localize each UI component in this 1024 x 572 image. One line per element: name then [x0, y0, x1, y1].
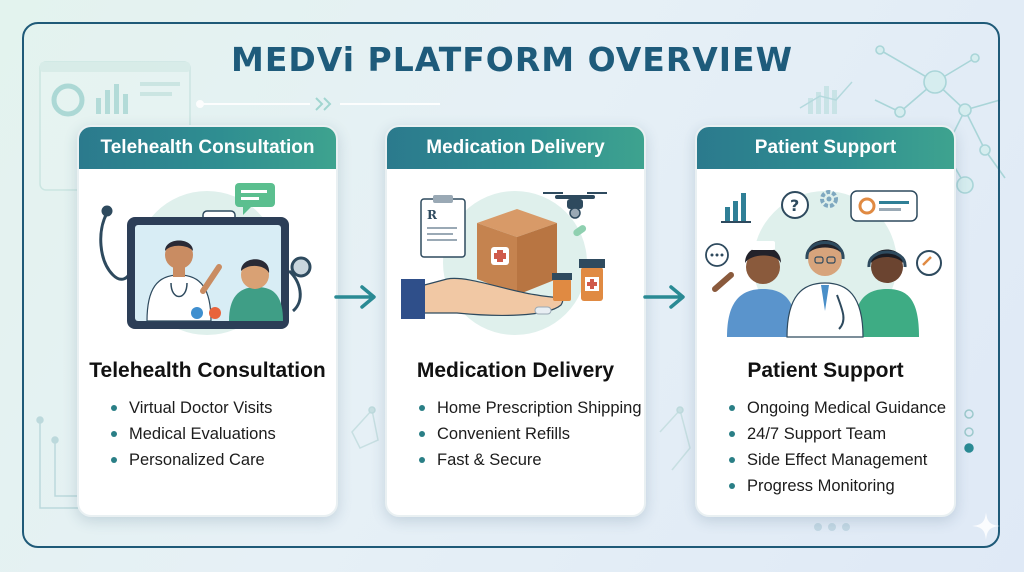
patient-support-illustration: ? [705, 190, 942, 338]
bar-chart-icon [799, 81, 853, 114]
card-header: Telehealth Consultation [79, 127, 336, 169]
page-title: MEDVi PLATFORM OVERVIEW [231, 40, 793, 79]
list-item: Side Effect Management [727, 447, 946, 473]
speech-bubble-icon [705, 243, 729, 267]
card-header: Medication Delivery [387, 127, 644, 169]
list-item: Virtual Doctor Visits [109, 395, 276, 421]
pagination-dots [814, 523, 850, 531]
chart-icon [721, 193, 751, 223]
gear-icon [820, 190, 838, 208]
tablet-icon [127, 217, 289, 329]
card-header: Patient Support [697, 127, 954, 169]
list-item: Fast & Secure [417, 447, 642, 473]
list-item: Progress Monitoring [727, 473, 946, 499]
message-bubble-icon [850, 190, 918, 222]
doctor-avatar [786, 240, 864, 338]
stethoscope-icon [99, 205, 312, 313]
card-patient-support: Patient Support ? [695, 125, 956, 517]
gauge-icon [916, 250, 942, 276]
connector-line [196, 97, 440, 111]
feature-list: Virtual Doctor Visits Medical Evaluation… [109, 395, 276, 473]
package-box-icon [477, 209, 557, 295]
drone-icon [543, 192, 607, 219]
question-bubble-icon: ? [781, 191, 809, 219]
arrow-right-icon [643, 285, 685, 309]
card-title: Telehealth Consultation [89, 359, 326, 382]
list-item: Personalized Care [109, 447, 276, 473]
arrow-right-icon [334, 285, 376, 309]
list-item: Medical Evaluations [109, 421, 276, 447]
patient-avatar [853, 249, 919, 337]
svg-text:?: ? [790, 196, 799, 215]
feature-list: Home Prescription Shipping Convenient Re… [417, 395, 642, 473]
feature-list: Ongoing Medical Guidance 24/7 Support Te… [727, 395, 946, 499]
card-title: Patient Support [747, 359, 904, 382]
nurse-avatar [712, 241, 797, 337]
list-item: 24/7 Support Team [727, 421, 946, 447]
sparkle-icon [972, 512, 1000, 540]
hand-icon [401, 277, 564, 319]
svg-text:R: R [427, 208, 438, 222]
medication-delivery-illustration: R [401, 191, 607, 335]
list-item: Convenient Refills [417, 421, 642, 447]
card-telehealth: Telehealth Consultation [77, 125, 338, 517]
overview-frame [22, 22, 1000, 548]
progress-dots [964, 409, 974, 453]
list-item: Ongoing Medical Guidance [727, 395, 946, 421]
card-medication-delivery: Medication Delivery R [385, 125, 646, 517]
list-item: Home Prescription Shipping [417, 395, 642, 421]
prescription-clipboard-icon: R [420, 195, 466, 258]
pill-bottles-icon [534, 225, 605, 315]
circuit-lines [36, 406, 691, 509]
card-title: Medication Delivery [416, 359, 615, 382]
telehealth-illustration [99, 183, 312, 335]
